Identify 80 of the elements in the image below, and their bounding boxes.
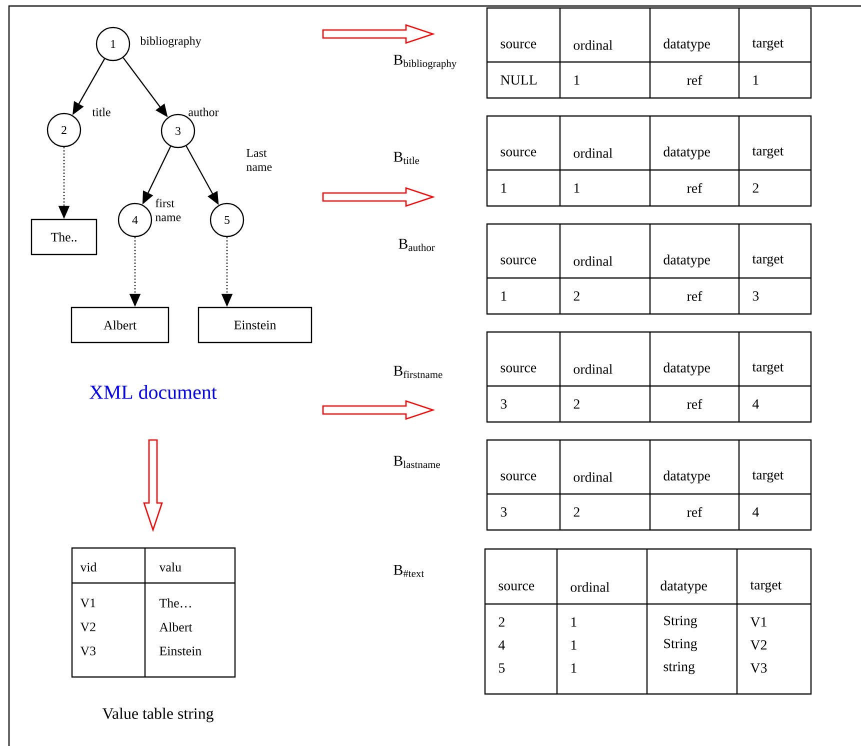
table-cell: 3 [500,399,507,409]
table-cell: 2 [498,617,504,627]
table-cell: ref [687,399,702,409]
table-cell: ref [687,183,702,193]
table-cell: NULL [500,75,537,85]
header-cell: target [752,40,784,50]
caption: Value table string [102,708,214,722]
table-name: $\mathrm{B}_{\mathrm{lastname}}$ [394,456,440,468]
header-cell: source [500,150,536,156]
table-cell: ref [687,75,702,85]
header-cell: target [750,582,782,592]
table-cell: V1 [750,617,766,627]
node-label: first name [155,198,181,222]
table-cell: 1 [571,617,576,627]
table-cell: The… [159,598,191,608]
header-cell: target [752,148,784,158]
header-cell: target [752,256,784,266]
value-box: Einstein [198,306,312,344]
table-name: $\mathrm{B}_{\mathrm{\#text}}$ [394,564,424,578]
node-label: author [188,108,219,116]
value-box: The.. [30,218,98,256]
header-cell: source [500,366,536,372]
table-cell: 5 [499,663,505,673]
table-cell: V3 [750,663,767,673]
table-cell: 3 [752,291,759,301]
table-cell: ref [687,291,702,301]
value-box: Albert [70,306,170,344]
table-cell: 2 [574,507,580,517]
table-name: $\mathrm{B}_{\mathrm{bibliography}}$ [394,54,457,70]
table-cell: 4 [752,507,759,517]
header-cell: ordinal [574,256,612,266]
table-cell: 1 [501,183,506,193]
table-cell: 1 [571,663,576,673]
header-cell: datatype [664,470,710,484]
table-cell: String [664,638,698,652]
table-cell: 1 [574,75,580,85]
table-cell: ref [687,507,702,517]
header-cell: source [500,474,536,480]
table-name: $\mathrm{B}_{\mathrm{firstname}}$ [394,366,442,378]
table-cell: 2 [752,183,758,193]
header-cell: target [752,364,784,374]
table-cell: V3 [80,646,96,656]
header-cell: ordinal [570,582,610,592]
table-cell: 2 [574,291,580,301]
node-label: bibliography [140,36,202,48]
header-cell: datatype [664,146,710,160]
header-cell: valu [159,562,182,572]
table-cell: V2 [80,622,96,632]
table-cell: string [664,662,695,674]
header-cell: datatype [664,362,710,376]
header-cell: source [500,258,536,264]
table-cell: 4 [498,640,505,650]
table-cell: 4 [752,399,759,409]
header-cell: datatype [660,580,707,594]
header-cell: ordinal [574,364,612,374]
caption: XML document [90,384,217,399]
table-cell: V2 [750,640,766,650]
node-label: Last name [246,149,272,171]
header-cell: ordinal [574,472,612,482]
header-cell: ordinal [574,40,612,50]
table-cell: Albert [159,622,192,632]
table-cell: 3 [500,507,507,517]
table-cell: 1 [574,183,580,193]
header-cell: target [752,472,784,482]
node-label: title [92,108,110,116]
header-cell: source [500,42,536,48]
header-cell: source [498,584,534,590]
table-cell: 1 [571,640,576,650]
table-name: $\mathrm{B}_{\mathrm{author}}$ [398,238,435,252]
table-cell: 1 [501,291,506,301]
table-cell: 1 [753,75,758,85]
table-cell: 2 [574,399,580,409]
table-cell: Einstein [160,646,202,656]
header-cell: datatype [664,254,710,268]
table-cell: V1 [80,598,96,608]
header-cell: vid [80,562,97,572]
header-cell: datatype [664,38,710,52]
table-name: $\mathrm{B}_{\mathrm{title}}$ [394,152,420,164]
header-cell: ordinal [574,148,612,158]
table-cell: String [664,616,698,628]
